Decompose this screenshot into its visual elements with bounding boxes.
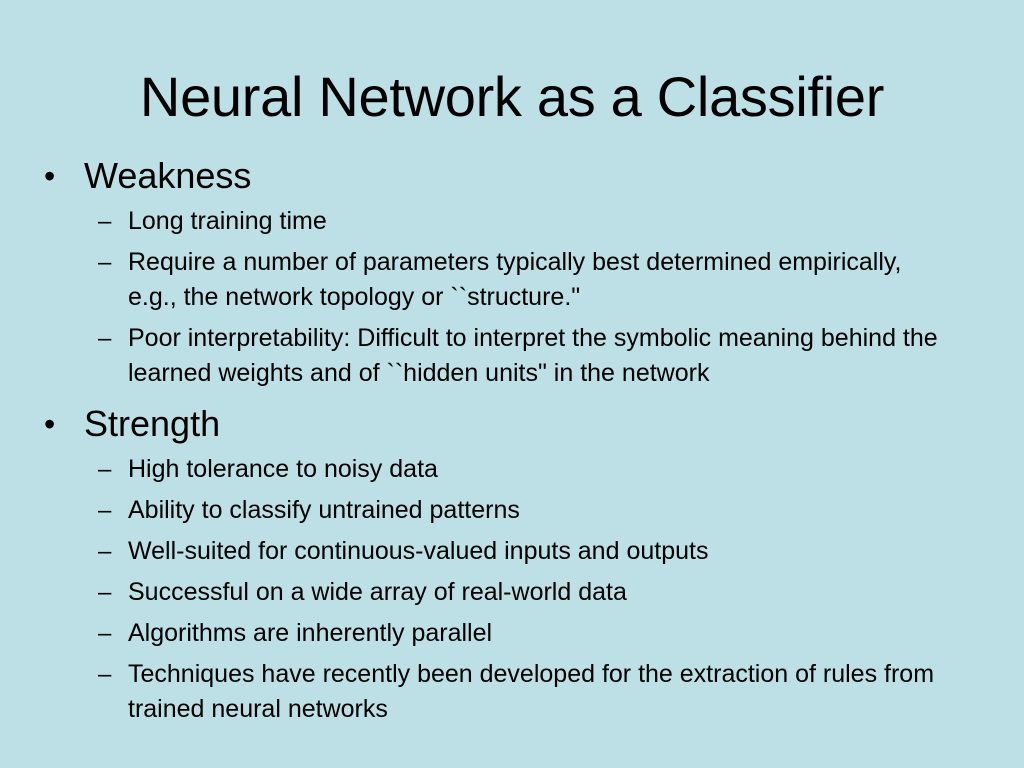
strength-list: – High tolerance to noisy data – Ability… [0, 452, 1024, 727]
dash-marker: – [98, 325, 112, 352]
list-item: – Long training time [0, 204, 1024, 239]
list-item-text: Ability to classify untrained patterns [128, 496, 520, 524]
dash-marker: – [98, 249, 112, 276]
dash-marker: – [98, 456, 112, 483]
list-item: – High tolerance to noisy data [0, 452, 1024, 487]
dash-marker: – [98, 579, 112, 606]
section-strength: • Strength – High tolerance to noisy dat… [0, 402, 1024, 733]
list-item: – Techniques have recently been develope… [0, 657, 1024, 727]
list-item-text: Successful on a wide array of real-world… [128, 578, 627, 606]
bullet-weakness: • Weakness [0, 154, 1024, 198]
weakness-list: – Long training time – Require a number … [0, 204, 1024, 391]
list-item: – Poor interpretability: Difficult to in… [0, 321, 1024, 391]
dash-marker: – [98, 620, 112, 647]
list-item: – Successful on a wide array of real-wor… [0, 575, 1024, 610]
list-item-text: Long training time [128, 207, 327, 235]
list-item: – Require a number of parameters typical… [0, 245, 1024, 315]
bullet-strength: • Strength [0, 402, 1024, 446]
list-item: – Algorithms are inherently parallel [0, 616, 1024, 651]
dash-marker: – [98, 208, 112, 235]
list-item: – Well-suited for continuous-valued inpu… [0, 534, 1024, 569]
dash-marker: – [98, 497, 112, 524]
list-item-text: Poor interpretability: Difficult to inte… [128, 324, 938, 387]
section-weakness: • Weakness – Long training time – Requir… [0, 154, 1024, 397]
list-item-text: Well-suited for continuous-valued inputs… [128, 537, 709, 565]
dash-marker: – [98, 661, 112, 688]
bullet-dot: • [44, 406, 56, 442]
dash-marker: – [98, 538, 112, 565]
list-item: – Ability to classify untrained patterns [0, 493, 1024, 528]
bullet-heading-strength: Strength [84, 403, 221, 444]
list-item-text: Techniques have recently been developed … [128, 660, 935, 723]
list-item-text: Algorithms are inherently parallel [128, 619, 493, 647]
list-item-text: High tolerance to noisy data [128, 455, 438, 483]
slide-title: Neural Network as a Classifier [139, 65, 885, 128]
list-item-text: Require a number of parameters typically… [128, 248, 902, 311]
bullet-dot: • [44, 158, 56, 194]
bullet-heading-weakness: Weakness [84, 155, 252, 196]
